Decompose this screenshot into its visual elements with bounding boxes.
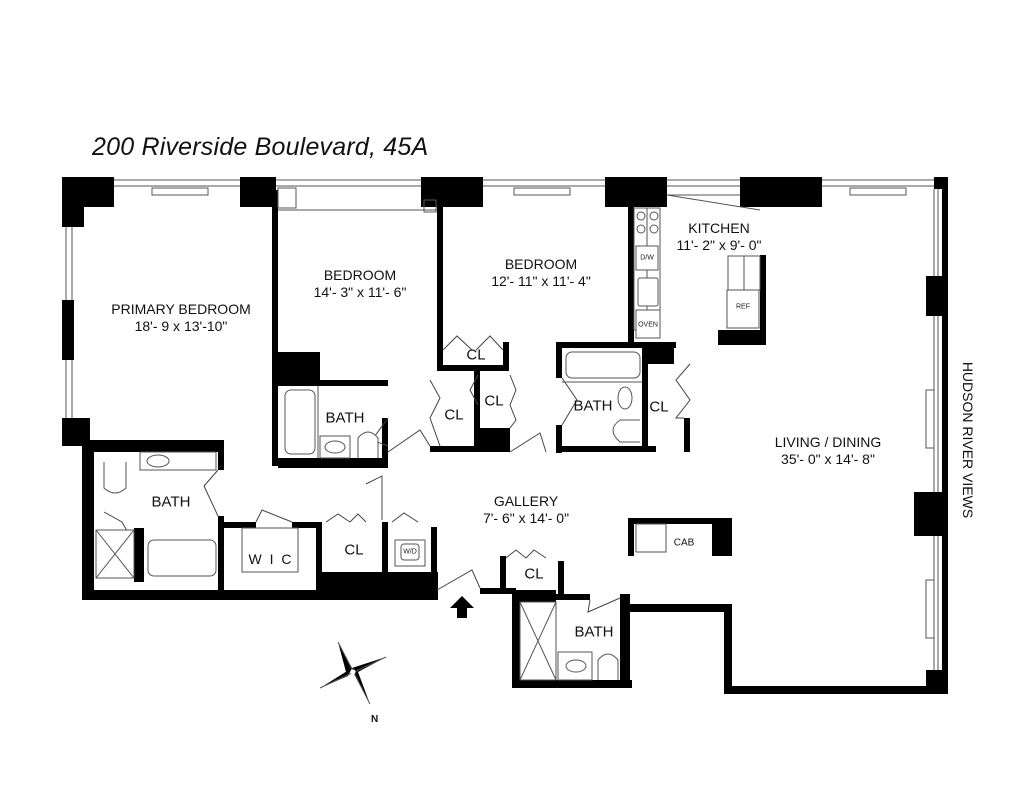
north-label: N — [371, 714, 379, 725]
refrigerator-label: REF — [736, 303, 750, 311]
fixtures — [95, 207, 761, 681]
room-name: BEDROOM — [323, 267, 397, 283]
closet-label: CL — [524, 565, 544, 583]
closet-label: CL — [444, 406, 464, 424]
room-dimensions: 12'- 11" x 11'- 4" — [491, 273, 591, 289]
room-dimensions: 7'- 6" x 14'- 0" — [482, 510, 570, 526]
room-gallery: GALLERY 7'- 6" x 14'- 0" — [483, 493, 569, 527]
bath-label-primary: BATH — [151, 493, 191, 511]
north-compass-icon — [319, 641, 387, 705]
bath-label-gallery: BATH — [574, 623, 614, 641]
cabinet-label: CAB — [673, 537, 695, 549]
closet-label: CL — [649, 398, 669, 416]
views-annotation: HUDSON RIVER VIEWS — [960, 361, 976, 519]
bath-label-bedroom-3: BATH — [573, 397, 613, 415]
closet-label: CL — [466, 346, 486, 364]
room-dimensions: 18'- 9 x 13'-10" — [134, 318, 228, 334]
closet-label: CL — [344, 541, 364, 559]
room-primary-bedroom: PRIMARY BEDROOM 18'- 9 x 13'-10" — [111, 301, 251, 335]
bath-label-bedroom-2: BATH — [325, 409, 365, 427]
room-name: BEDROOM — [504, 256, 578, 272]
listing-title: 200 Riverside Boulevard, 45A — [92, 133, 429, 161]
walls — [62, 177, 948, 694]
windows — [65, 179, 939, 670]
room-dimensions: 11'- 2" x 9'- 0" — [676, 237, 762, 253]
room-name: KITCHEN — [688, 220, 750, 236]
wic-label: W I C — [248, 551, 294, 567]
room-name: PRIMARY BEDROOM — [111, 301, 251, 317]
entry-arrow-icon — [450, 596, 474, 618]
room-name: GALLERY — [493, 493, 559, 509]
room-living-dining: LIVING / DINING 35'- 0" x 14'- 8" — [775, 434, 882, 468]
dishwasher-label: D/W — [640, 254, 654, 262]
doors — [103, 335, 691, 613]
room-bedroom-3: BEDROOM 12'- 11" x 11'- 4" — [491, 256, 591, 290]
room-dimensions: 14'- 3" x 11'- 6" — [313, 284, 407, 300]
closet-label: CL — [484, 392, 504, 410]
room-dimensions: 35'- 0" x 14'- 8" — [781, 451, 875, 467]
oven-label: OVEN — [638, 321, 658, 329]
room-name: LIVING / DINING — [774, 434, 882, 450]
room-bedroom-2: BEDROOM 14'- 3" x 11'- 6" — [314, 267, 407, 301]
washer-dryer-label: W/D — [403, 548, 417, 556]
room-kitchen: KITCHEN 11'- 2" x 9'- 0" — [676, 220, 761, 254]
